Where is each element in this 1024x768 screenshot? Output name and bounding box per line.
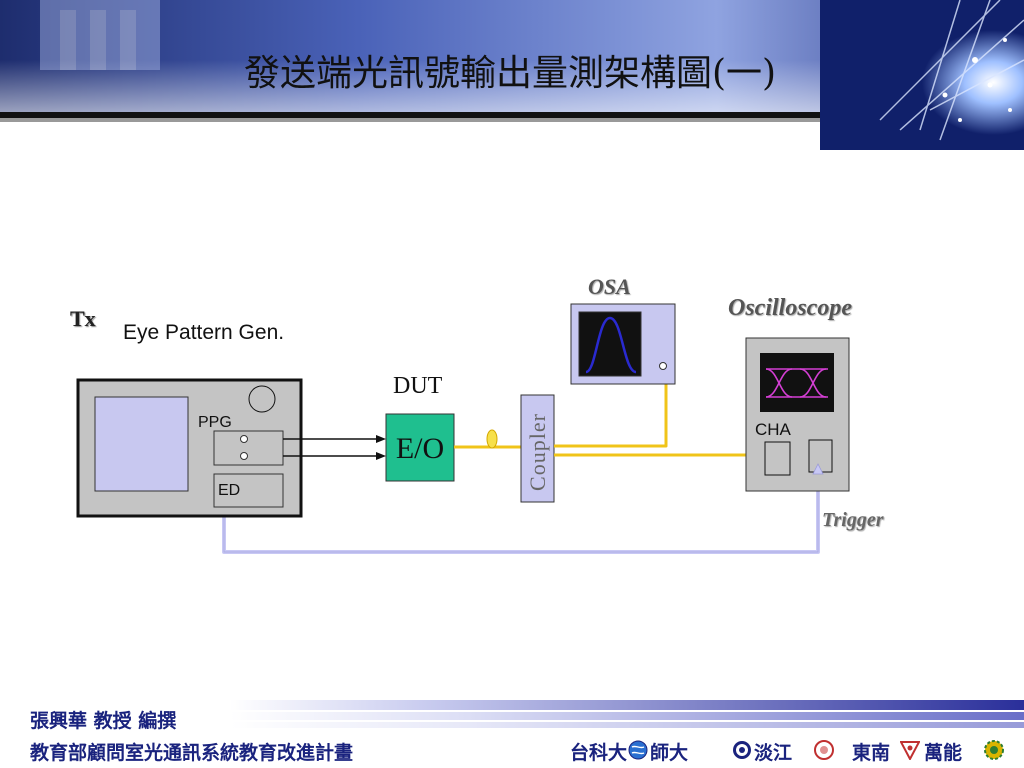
coupler xyxy=(520,394,555,503)
generator-label: Eye Pattern Gen. xyxy=(123,321,285,344)
oscilloscope-label: Oscilloscope xyxy=(728,295,852,321)
tx-label: Tx xyxy=(70,306,96,331)
eo-converter xyxy=(385,413,455,482)
oscilloscope-screen xyxy=(760,353,834,412)
ppg-label: PPG xyxy=(198,414,232,431)
generator-knob xyxy=(248,385,276,413)
ed-label: ED xyxy=(218,482,241,499)
fiber-connector xyxy=(486,429,498,449)
triangle-logo-icon xyxy=(900,741,920,760)
osa-screen xyxy=(578,311,642,377)
gear-logo-icon xyxy=(984,740,1004,760)
author-credit: 張興華 教授 編撰 xyxy=(30,710,177,732)
ppg-module xyxy=(213,430,284,466)
seal-logo-icon xyxy=(814,740,834,760)
ppg-port-bottom xyxy=(240,452,248,460)
cha-label: CHA xyxy=(755,420,791,439)
fiber-to-osa xyxy=(554,372,668,448)
trigger-port xyxy=(808,439,833,473)
university-list: 台科大 師大 淡江 東南 萬能 xyxy=(570,738,1010,764)
university-5: 萬能 xyxy=(924,742,963,764)
page-title: 發送端光訊號輸出量測架構圖(一) xyxy=(243,53,777,94)
seal-logo-icon xyxy=(733,741,751,759)
globe-logo-icon xyxy=(628,740,648,760)
gaussian-peak-icon xyxy=(585,316,637,374)
university-3: 淡江 xyxy=(754,742,793,764)
university-2: 師大 xyxy=(650,742,689,764)
header-banner xyxy=(0,0,1024,150)
trigger-label: Trigger xyxy=(822,509,884,531)
eye-diagram-icon xyxy=(765,368,828,398)
university-4: 東南 xyxy=(852,742,891,764)
coupler-label: Coupler xyxy=(525,413,550,491)
osa-input-port xyxy=(659,362,667,370)
program-name: 教育部顧問室光通訊系統教育改進計畫 xyxy=(30,742,354,764)
osa-label: OSA xyxy=(588,274,631,299)
eo-label: E/O xyxy=(395,432,445,465)
ed-module xyxy=(213,473,284,508)
generator-screen xyxy=(94,396,189,492)
university-1: 台科大 xyxy=(570,742,628,764)
dut-label: DUT xyxy=(393,373,443,399)
circuit-board-graphic xyxy=(40,0,160,70)
cha-port xyxy=(764,441,791,476)
footer-band xyxy=(230,700,1024,728)
ppg-port-top xyxy=(240,435,248,443)
